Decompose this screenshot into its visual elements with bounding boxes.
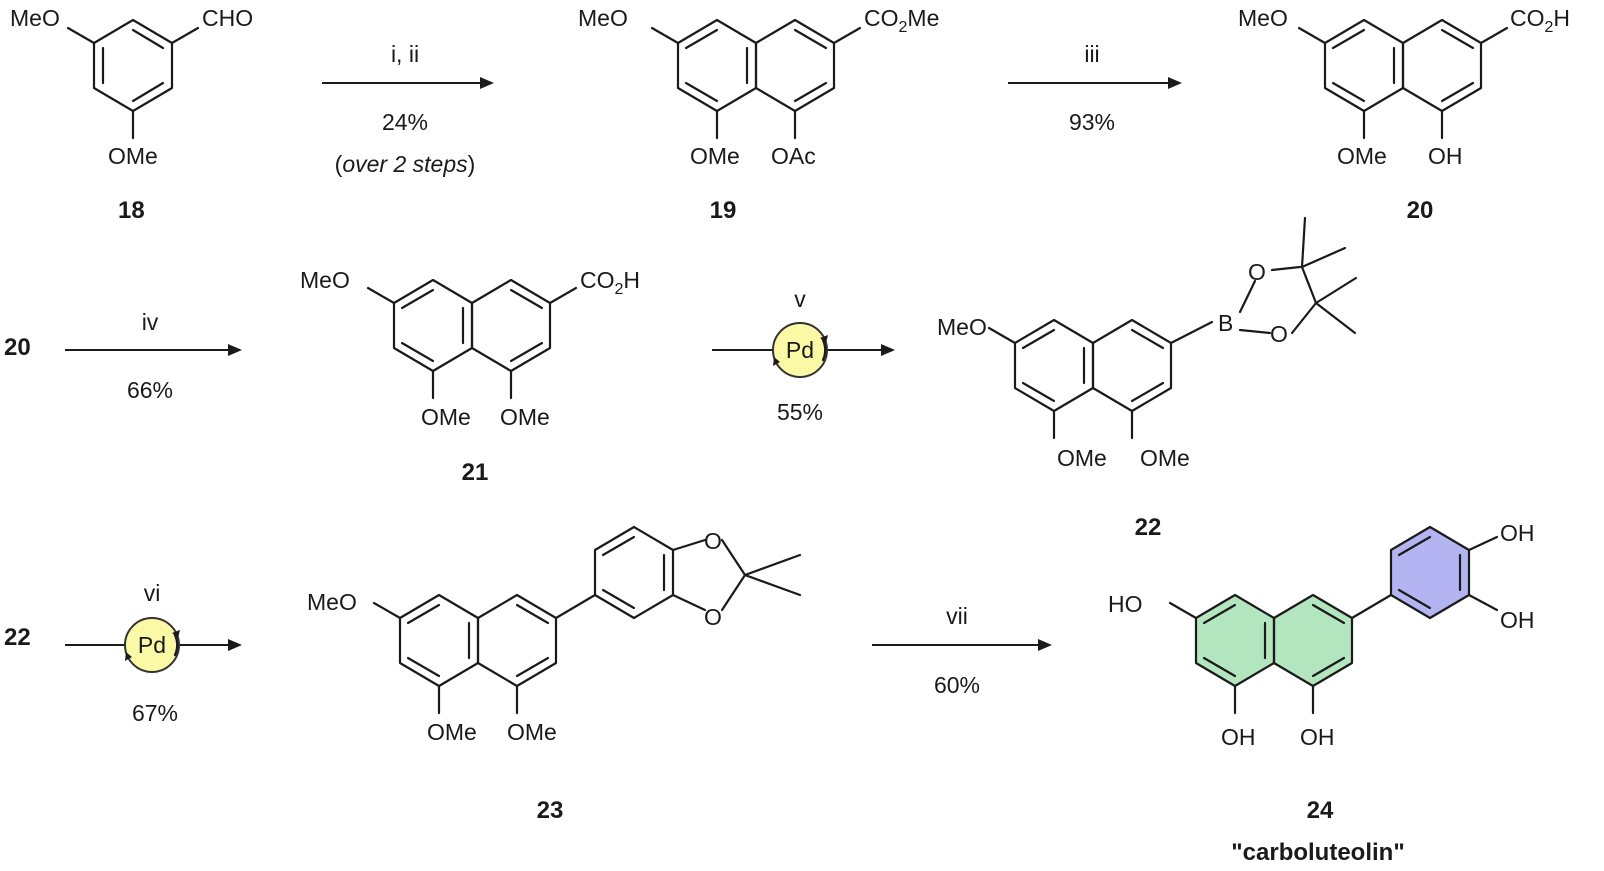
step-note: (over 2 steps) (335, 151, 476, 177)
acid-label: CO2H (580, 267, 640, 298)
aldehyde-label: CHO (202, 5, 253, 31)
hydroxy-label: OH (1428, 143, 1463, 169)
hydroxy-label: OH (1500, 607, 1535, 633)
acid-label: CO2H (1510, 5, 1570, 36)
compound-20: MeO CO2H OMe OH 20 (1238, 5, 1570, 224)
oxygen-label: O (1270, 321, 1288, 347)
yield-label: 55% (777, 399, 823, 425)
hydroxy-label: OH (1500, 520, 1535, 546)
cycle-arrowhead-icon (125, 652, 132, 661)
methoxy-label: OMe (507, 719, 557, 745)
flavone-skeleton (1168, 525, 1499, 715)
oxygen-label: O (1248, 259, 1266, 285)
compound-21: MeO CO2H OMe OMe 21 (300, 267, 640, 486)
pd-catalyst-circle (772, 322, 828, 378)
pd-catalyst-circle (124, 617, 180, 673)
compound-23: MeO O O OMe OMe 23 (307, 525, 802, 824)
ester-label: CO2Me (864, 5, 939, 36)
methoxy-label: MeO (10, 5, 60, 31)
methoxy-label: OMe (421, 404, 471, 430)
row-start-compound: 22 (4, 624, 31, 651)
catalyst-label: Pd (786, 337, 814, 363)
benzene-ring (66, 18, 200, 140)
naphthalene-core (650, 18, 862, 140)
compound-number: 22 (1135, 514, 1162, 541)
hydroxy-label: HO (1108, 591, 1143, 617)
benzodioxole-ring (593, 525, 802, 620)
methoxy-label: OMe (427, 719, 477, 745)
highlighted-ring-b (1391, 527, 1469, 618)
compound-22: MeO B O O OMe OMe 22 (937, 216, 1358, 541)
methoxy-label: OMe (1337, 143, 1387, 169)
oxygen-label: O (704, 528, 722, 554)
methoxy-label: MeO (578, 5, 628, 31)
compound-number: 24 (1307, 797, 1334, 824)
oxygen-label: O (704, 604, 722, 630)
boron-label: B (1218, 310, 1233, 336)
compound-number: 23 (537, 797, 564, 824)
yield-label: 60% (934, 672, 980, 698)
compound-name: "carboluteolin" (1231, 839, 1404, 866)
naphthalene-core (987, 318, 1214, 440)
methoxy-label: MeO (307, 589, 357, 615)
compound-number: 19 (710, 197, 737, 224)
methoxy-label: OMe (108, 143, 158, 169)
compound-19: MeO CO2Me OMe OAc 19 (578, 5, 939, 224)
pinacol-boronate (1238, 216, 1358, 335)
methoxy-label: MeO (1238, 5, 1288, 31)
highlighted-ring-a (1196, 595, 1274, 686)
reaction-arrow-step-6: vii 60% (872, 603, 1052, 698)
reagent-label: iii (1084, 41, 1099, 67)
methoxy-label: OMe (500, 404, 550, 430)
note-text: over 2 steps (342, 151, 468, 177)
acetoxy-label: OAc (771, 143, 816, 169)
compound-18: MeO CHO OMe 18 (10, 5, 253, 224)
methoxy-label: MeO (300, 267, 350, 293)
cycle-arrowhead-icon (773, 357, 780, 366)
reagent-label: v (794, 286, 806, 312)
compound-number: 20 (1407, 197, 1434, 224)
yield-label: 67% (132, 700, 178, 726)
reaction-arrow-step-1: i, ii 24% (over 2 steps) (322, 41, 494, 177)
methoxy-label: OMe (690, 143, 740, 169)
reaction-arrow-step-2: iii 93% (1008, 41, 1182, 135)
yield-label: 93% (1069, 109, 1115, 135)
highlighted-ring-a (1274, 595, 1352, 686)
naphthalene-core (1297, 18, 1509, 140)
compound-number: 21 (462, 459, 489, 486)
reagent-label: vii (946, 603, 968, 629)
cycle-arrowhead-icon (820, 335, 828, 343)
reagent-label: iv (142, 309, 159, 335)
hydroxy-label: OH (1300, 724, 1335, 750)
methoxy-label: OMe (1140, 445, 1190, 471)
naphthalene-core (366, 278, 578, 400)
row-start-compound: 20 (4, 334, 31, 361)
compound-number: 18 (118, 197, 145, 224)
reagent-label: vi (144, 580, 161, 606)
methoxy-label: OMe (1057, 445, 1107, 471)
reaction-arrow-step-4: Pd v 55% (712, 286, 895, 425)
reagent-label: i, ii (391, 41, 419, 67)
cycle-arrowhead-icon (172, 630, 180, 638)
methoxy-label: MeO (937, 314, 987, 340)
naphthalene-core (372, 593, 597, 715)
reaction-arrow-step-3: iv 66% (65, 309, 242, 403)
catalyst-label: Pd (138, 632, 166, 658)
compound-24: HO OH OH OH OH 24 "carboluteolin" (1108, 520, 1535, 866)
yield-label: 66% (127, 377, 173, 403)
yield-label: 24% (382, 109, 428, 135)
reaction-arrow-step-5: Pd vi 67% (65, 580, 242, 726)
hydroxy-label: OH (1221, 724, 1256, 750)
